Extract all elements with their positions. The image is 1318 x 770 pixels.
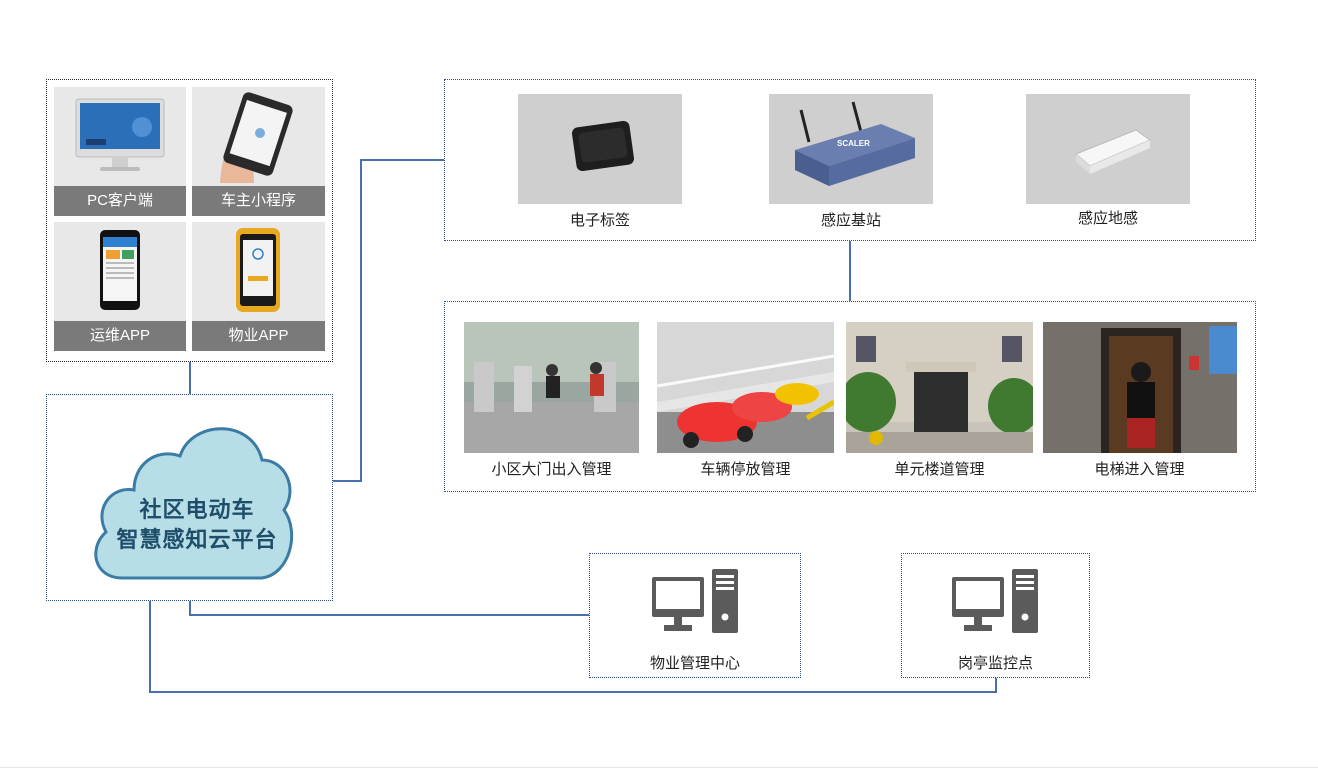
property-center-panel [589, 553, 801, 678]
parking-scene-caption: 车辆停放管理 [700, 460, 791, 478]
smartphone-icon [100, 230, 140, 310]
platform-title: 社区电动车 智慧感知云平台 [87, 496, 307, 556]
elevator-scene-caption: 电梯进入管理 [1094, 460, 1185, 478]
desktop-computer-icon [652, 569, 738, 633]
corridor-scene-caption: 单元楼道管理 [894, 460, 985, 478]
platform-panel [46, 394, 333, 601]
electronic-tag-image [518, 94, 682, 204]
connector-devices-scenarios [849, 241, 851, 301]
connector-platform-right [333, 480, 361, 482]
miniprogram-tile: 车主小程序 [192, 87, 325, 216]
ground-sensor-caption: 感应地感 [1077, 209, 1138, 227]
ops-app-label: 运维APP [54, 321, 186, 351]
connector-clients-platform [189, 362, 191, 394]
property-center-caption: 物业管理中心 [649, 654, 740, 672]
property-app-tile: 物业APP [192, 222, 325, 351]
guard-post-caption: 岗亭监控点 [957, 654, 1033, 672]
ground-sensor-image [1026, 94, 1190, 204]
footer-divider [0, 767, 1318, 768]
gate-scene-caption: 小区大门出入管理 [491, 460, 612, 478]
scenarios-panel [444, 301, 1256, 492]
desktop-computer-icon [952, 569, 1038, 633]
platform-title-line1: 社区电动车 [139, 498, 255, 523]
connector-vertical-main [360, 159, 362, 482]
devices-panel [444, 79, 1256, 241]
connector-guard-up [995, 678, 997, 693]
platform-title-line2: 智慧感知云平台 [116, 528, 278, 553]
cloud-icon [94, 427, 294, 580]
connector-platform-property [189, 601, 191, 616]
base-station-brand: SCALER [837, 139, 870, 148]
rugged-phone-icon [236, 228, 280, 312]
pc-client-tile: PC客户端 [54, 87, 186, 216]
monitor-icon [75, 98, 165, 171]
ops-app-tile: 运维APP [54, 222, 186, 351]
corridor-scene-image [846, 322, 1033, 453]
pc-client-label: PC客户端 [54, 186, 186, 216]
gate-scene-image [464, 322, 639, 453]
connector-guard-horizontal [149, 691, 997, 693]
connector-platform-guard-vertical [149, 601, 151, 693]
base-station-caption: 感应基站 [820, 211, 881, 229]
electronic-tag-caption: 电子标签 [569, 211, 630, 229]
elevator-scene-image [1043, 322, 1237, 453]
connector-property-horizontal [189, 614, 589, 616]
client-panel [46, 79, 333, 362]
phone-in-hand-icon [220, 92, 293, 183]
guard-post-panel [901, 553, 1090, 678]
property-app-label: 物业APP [192, 321, 325, 351]
miniprogram-label: 车主小程序 [192, 186, 325, 216]
connector-to-devices [360, 159, 444, 161]
parking-scene-image [657, 322, 834, 453]
base-station-image: SCALER [769, 94, 933, 204]
